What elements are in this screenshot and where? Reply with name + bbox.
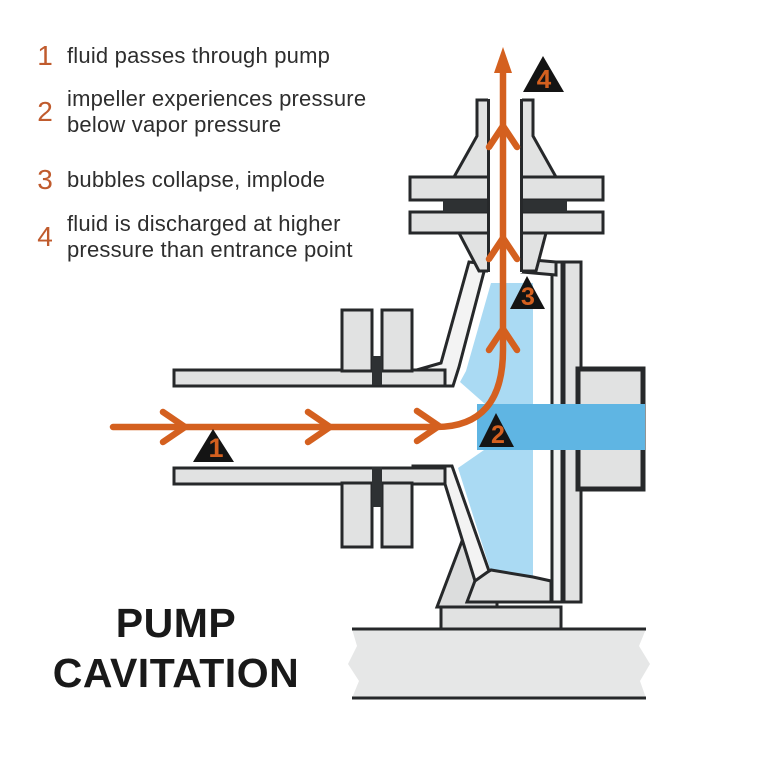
flow-chevron-right-3 [413, 407, 443, 445]
title-line2: CAVITATION [52, 650, 300, 696]
marker-number-3: 3 [521, 283, 535, 311]
marker-number-2: 2 [491, 421, 505, 449]
title-line1: PUMP [115, 600, 237, 646]
pedestal-foot [439, 605, 563, 631]
flow-chevron-up-3 [485, 122, 521, 151]
base-slab [348, 627, 650, 700]
inlet-pipe [172, 308, 447, 549]
casing-bottom-wall [464, 568, 553, 604]
marker-triangle-1 [193, 429, 234, 462]
legend-text-2-line1: impeller experiences pressure [67, 86, 367, 111]
flow-arrow-tip [494, 47, 512, 73]
inlet-gasket-top [372, 356, 382, 385]
legend-text-4-line2: pressure than entrance point [67, 237, 353, 262]
page-title: PUMP CAVITATION [42, 598, 310, 698]
legend-text-2-line2: below vapor pressure [67, 112, 282, 137]
legend-item-4: 4 fluid is discharged at higher pressure… [30, 211, 353, 263]
legend-number-4: 4 [37, 221, 53, 252]
marker-triangle-2 [479, 413, 514, 447]
flow-path [109, 54, 507, 431]
flow-chevron-right-1 [159, 408, 189, 446]
legend-text-3: bubbles collapse, implode [67, 167, 326, 192]
legend-item-1: 1 fluid passes through pump [30, 40, 330, 72]
marker-triangle-3 [510, 276, 545, 309]
inlet-flange-top-left [340, 308, 374, 373]
legend-number-1: 1 [37, 40, 53, 71]
inlet-gasket-bottom [372, 467, 382, 507]
marker-number-4: 4 [537, 64, 552, 94]
flow-arrows [109, 47, 521, 446]
legend-number-2: 2 [37, 96, 53, 127]
flow-chevron-right-2 [304, 408, 334, 446]
inlet-flange-bottom-left [340, 481, 374, 549]
inlet-flange-top-right [380, 308, 414, 373]
discharge-gasket-right [522, 200, 567, 212]
marker-number-1: 1 [208, 433, 223, 463]
legend-number-3: 3 [37, 164, 53, 195]
legend-item-3: 3 bubbles collapse, implode [30, 164, 325, 196]
legend-item-2: 2 impeller experiences pressure below va… [30, 86, 366, 138]
legend-text-1: fluid passes through pump [67, 43, 331, 68]
legend-text-4-line1: fluid is discharged at higher [67, 211, 341, 236]
marker-triangle-4 [523, 56, 564, 92]
flow-chevron-up-2 [485, 234, 521, 263]
fluid-lower-volute [458, 450, 533, 579]
markers: 1 2 3 4 [193, 56, 564, 463]
inlet-flange-bottom-right [380, 481, 414, 549]
discharge-gasket-left [443, 200, 488, 212]
base-slab-body [348, 629, 650, 698]
flow-chevron-up-1 [485, 325, 521, 354]
